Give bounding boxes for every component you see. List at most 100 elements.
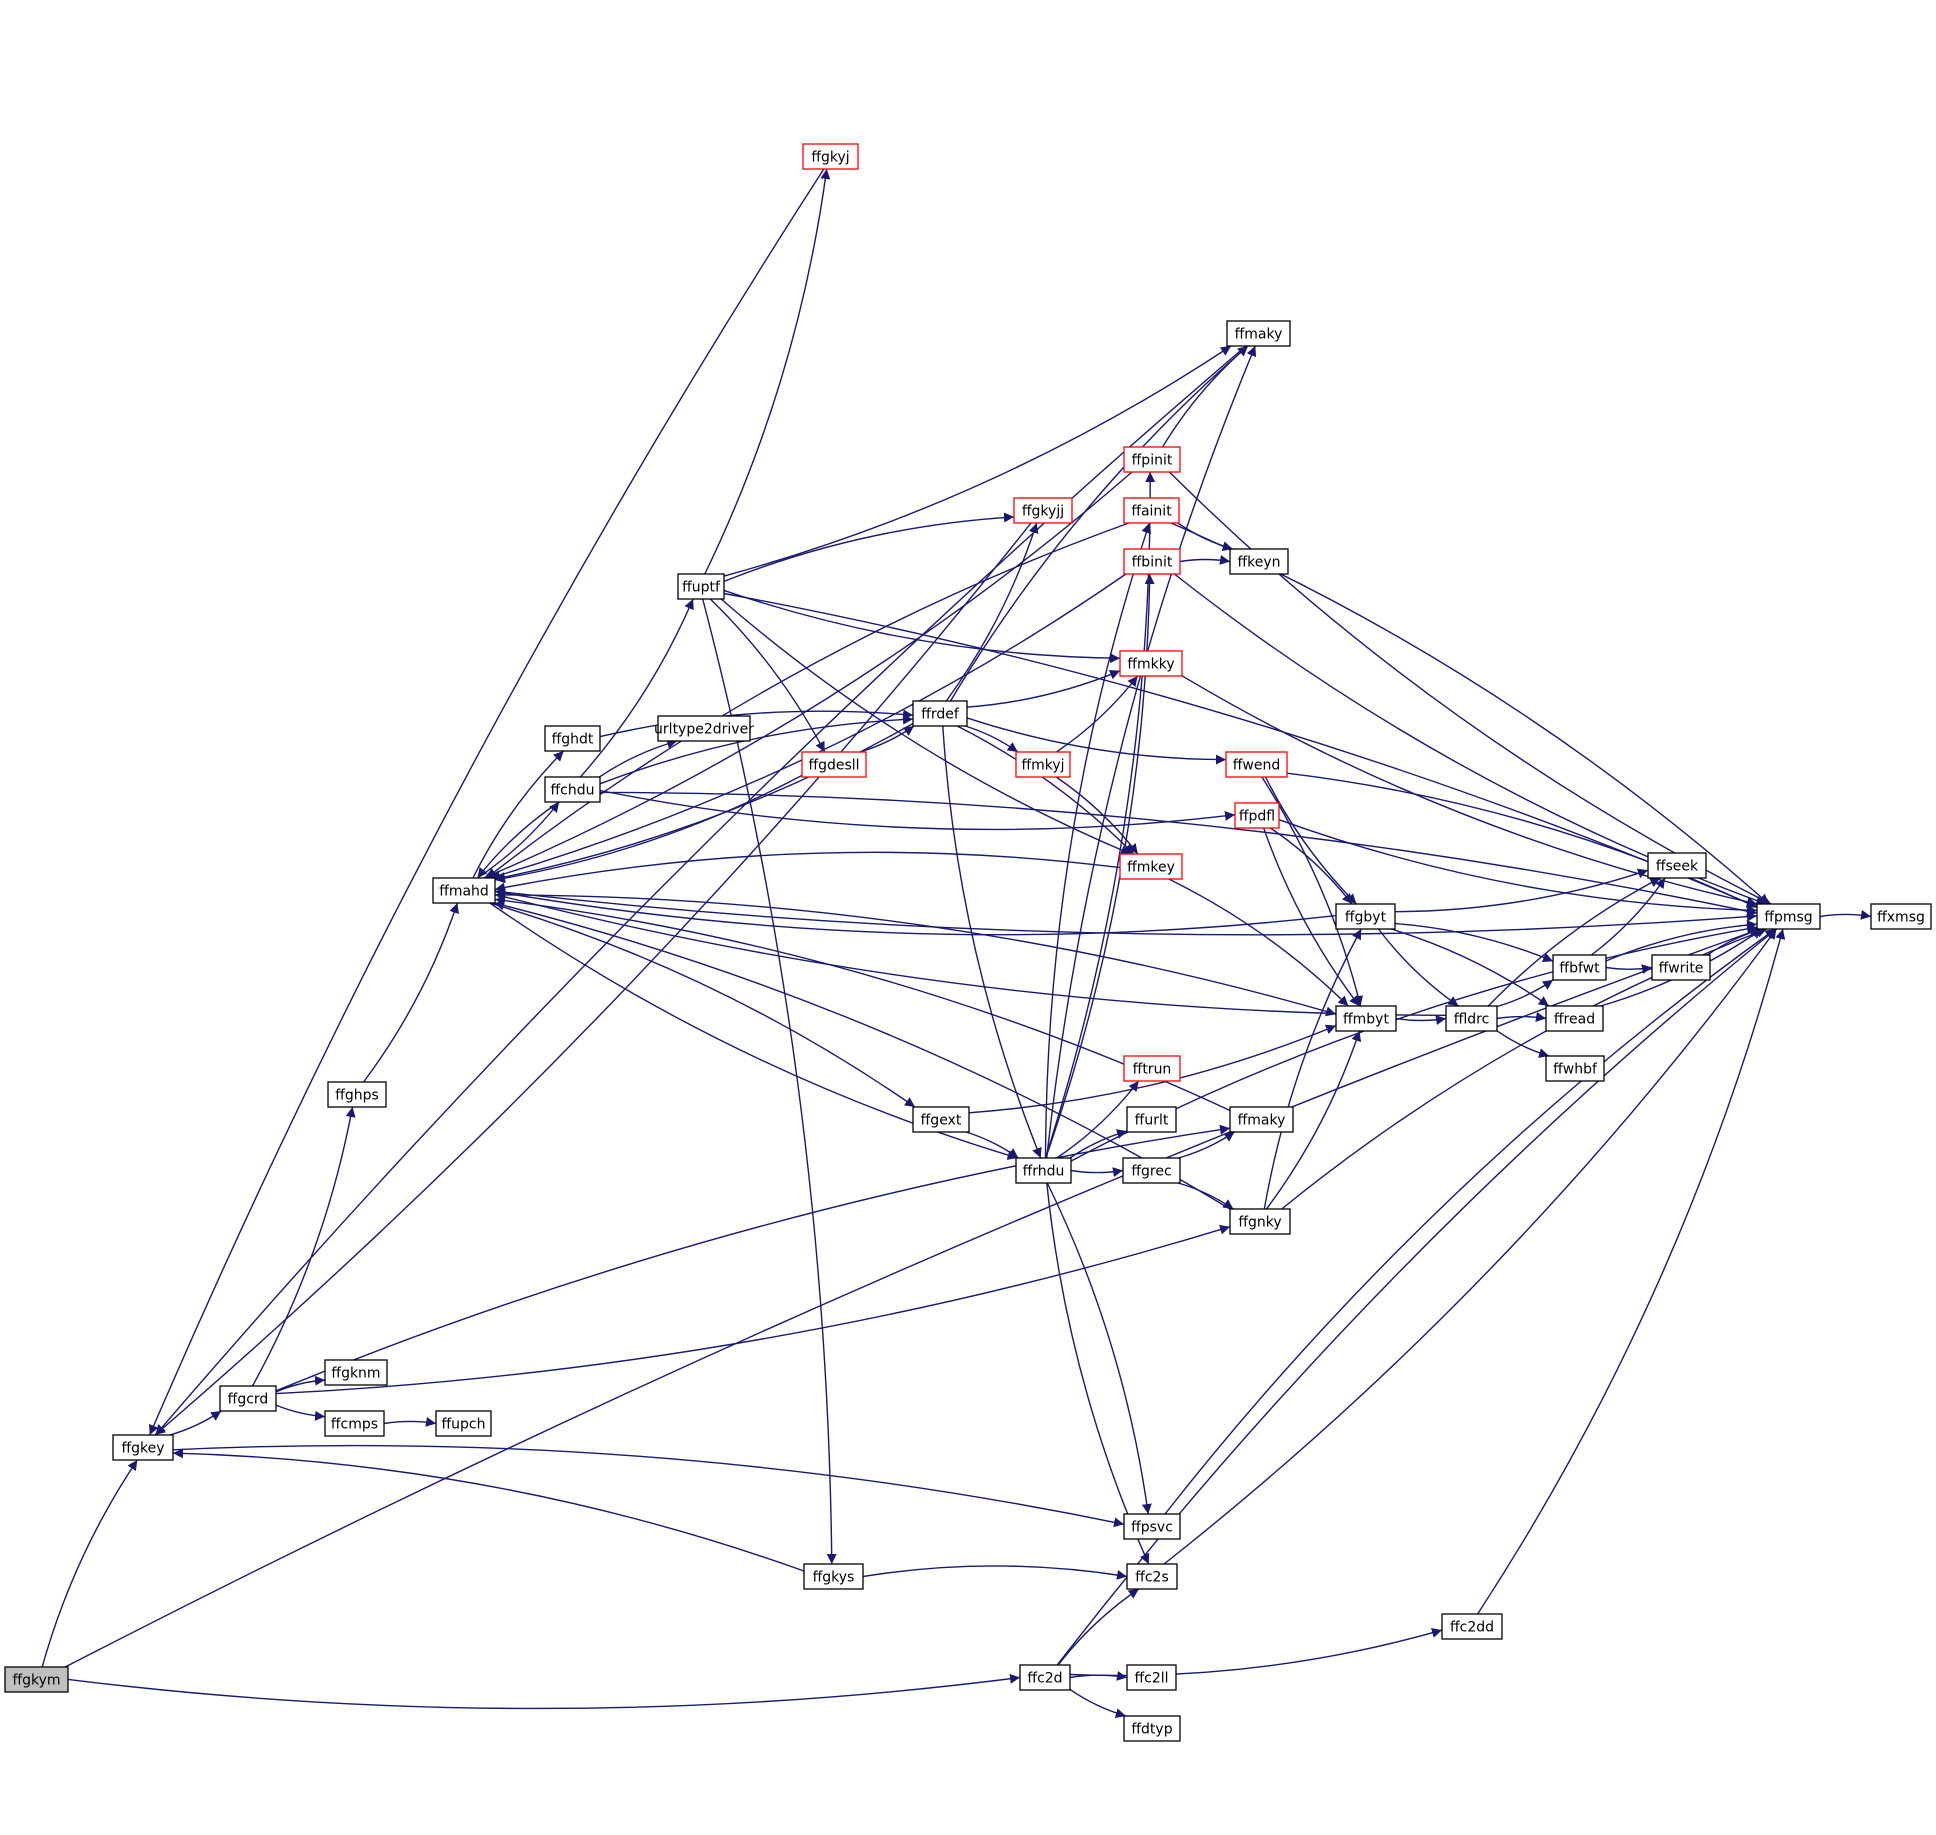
- node-box[interactable]: [1015, 751, 1071, 778]
- node-ffgbyt[interactable]: ffgbyt: [1335, 903, 1396, 930]
- node-ffrhdu[interactable]: ffrhdu: [1015, 1157, 1072, 1184]
- node-box[interactable]: [677, 573, 725, 600]
- node-ffwend[interactable]: ffwend: [1225, 751, 1288, 778]
- node-ffc2dd[interactable]: ffc2dd: [1441, 1613, 1503, 1640]
- node-ffgknm[interactable]: ffgknm: [324, 1359, 388, 1386]
- node-box[interactable]: [912, 700, 968, 727]
- node-ffupch[interactable]: ffupch: [435, 1410, 492, 1437]
- node-ffread[interactable]: ffread: [1545, 1005, 1604, 1032]
- node-box[interactable]: [1335, 1005, 1397, 1032]
- node-box[interactable]: [1445, 1005, 1498, 1032]
- node-box[interactable]: [1123, 497, 1180, 524]
- node-box[interactable]: [1015, 1157, 1072, 1184]
- node-box[interactable]: [435, 1410, 492, 1437]
- node-ffc2s[interactable]: ffc2s: [1126, 1563, 1178, 1590]
- node-box[interactable]: [1651, 954, 1711, 981]
- node-box[interactable]: [4, 1666, 69, 1693]
- node-box[interactable]: [544, 725, 601, 752]
- node-box[interactable]: [432, 877, 496, 904]
- node-box[interactable]: [1225, 751, 1288, 778]
- node-ffmkey[interactable]: ffmkey: [1119, 853, 1183, 880]
- node-box[interactable]: [544, 776, 601, 803]
- node-ffpinit[interactable]: ffpinit: [1123, 446, 1181, 473]
- node-ffc2d[interactable]: ffc2d: [1019, 1664, 1071, 1691]
- node-fftrun[interactable]: fftrun: [1123, 1055, 1181, 1082]
- node-box[interactable]: [1229, 1208, 1291, 1235]
- node-box[interactable]: [1123, 548, 1181, 575]
- node-box[interactable]: [1013, 497, 1073, 524]
- node-ffurlt[interactable]: ffurlt: [1126, 1106, 1177, 1133]
- node-ffmkky[interactable]: ffmkky: [1119, 650, 1183, 677]
- node-box[interactable]: [1756, 903, 1821, 930]
- node-ffgext[interactable]: ffgext: [912, 1106, 970, 1133]
- node-ffgkym[interactable]: ffgkym: [4, 1666, 69, 1693]
- node-ffgkys[interactable]: ffgkys: [803, 1563, 864, 1590]
- node-ffrdef[interactable]: ffrdef: [912, 700, 968, 727]
- node-box[interactable]: [1870, 903, 1932, 930]
- node-ffgkey[interactable]: ffgkey: [112, 1434, 174, 1461]
- node-ffpmsg[interactable]: ffpmsg: [1756, 903, 1821, 930]
- node-ffgrec[interactable]: ffgrec: [1122, 1157, 1181, 1184]
- node-box[interactable]: [1226, 320, 1291, 347]
- node-ffldrc[interactable]: ffldrc: [1445, 1005, 1498, 1032]
- node-box[interactable]: [1229, 548, 1289, 575]
- node-ffc2ll[interactable]: ffc2ll: [1126, 1664, 1177, 1691]
- node-ffwrite[interactable]: ffwrite: [1651, 954, 1711, 981]
- node-box[interactable]: [1123, 1055, 1181, 1082]
- node-box[interactable]: [1335, 903, 1396, 930]
- node-box[interactable]: [1122, 1157, 1181, 1184]
- node-box[interactable]: [1126, 1664, 1177, 1691]
- node-ffmaky-top[interactable]: ffmaky: [1226, 320, 1291, 347]
- node-box[interactable]: [1234, 802, 1280, 829]
- node-ffgdesll[interactable]: ffgdesll: [801, 751, 867, 778]
- node-ffmahd[interactable]: ffmahd: [432, 877, 496, 904]
- node-box[interactable]: [1126, 1106, 1177, 1133]
- node-ffbinit[interactable]: ffbinit: [1123, 548, 1181, 575]
- node-box[interactable]: [803, 1563, 864, 1590]
- node-box[interactable]: [802, 143, 859, 170]
- node-box[interactable]: [1552, 954, 1607, 981]
- node-ffkeyn[interactable]: ffkeyn: [1229, 548, 1289, 575]
- node-ffdtyp[interactable]: ffdtyp: [1123, 1715, 1181, 1742]
- node-ffseek[interactable]: ffseek: [1647, 852, 1707, 879]
- node-box[interactable]: [1545, 1005, 1604, 1032]
- node-box[interactable]: [1123, 1715, 1181, 1742]
- node-ffainit[interactable]: ffainit: [1123, 497, 1180, 524]
- node-ffmbyt[interactable]: ffmbyt: [1335, 1005, 1397, 1032]
- node-ffgcrd[interactable]: ffgcrd: [219, 1385, 277, 1412]
- node-ffcmps[interactable]: ffcmps: [324, 1410, 385, 1437]
- node-ffgnky[interactable]: ffgnky: [1229, 1208, 1291, 1235]
- node-ffpsvc[interactable]: ffpsvc: [1123, 1513, 1181, 1540]
- node-box[interactable]: [1019, 1664, 1071, 1691]
- node-box[interactable]: [1441, 1613, 1503, 1640]
- node-ffwhbf[interactable]: ffwhbf: [1545, 1055, 1605, 1082]
- node-ffmaky-mid[interactable]: ffmaky: [1229, 1106, 1294, 1133]
- node-box[interactable]: [1647, 852, 1707, 879]
- node-ffpdfl[interactable]: ffpdfl: [1234, 802, 1280, 829]
- node-ffbfwt[interactable]: ffbfwt: [1552, 954, 1607, 981]
- node-box[interactable]: [1545, 1055, 1605, 1082]
- node-box[interactable]: [1119, 650, 1183, 677]
- node-ffuptf[interactable]: ffuptf: [677, 573, 725, 600]
- node-box[interactable]: [912, 1106, 970, 1133]
- node-box[interactable]: [324, 1410, 385, 1437]
- node-box[interactable]: [1123, 1513, 1181, 1540]
- node-box[interactable]: [1229, 1106, 1294, 1133]
- node-urltype2driver[interactable]: urltype2driver: [654, 715, 754, 742]
- node-box[interactable]: [219, 1385, 277, 1412]
- node-ffgkyjj[interactable]: ffgkyjj: [1013, 497, 1073, 524]
- node-ffghps[interactable]: ffghps: [327, 1081, 387, 1108]
- node-box[interactable]: [327, 1081, 387, 1108]
- node-ffxmsg[interactable]: ffxmsg: [1870, 903, 1932, 930]
- node-ffgkyj[interactable]: ffgkyj: [802, 143, 859, 170]
- node-ffmkyj[interactable]: ffmkyj: [1015, 751, 1071, 778]
- node-box[interactable]: [112, 1434, 174, 1461]
- node-box[interactable]: [1126, 1563, 1178, 1590]
- node-box[interactable]: [657, 715, 751, 742]
- node-box[interactable]: [1123, 446, 1181, 473]
- node-ffghdt[interactable]: ffghdt: [544, 725, 601, 752]
- node-box[interactable]: [1119, 853, 1183, 880]
- node-ffchdu[interactable]: ffchdu: [544, 776, 601, 803]
- node-box[interactable]: [324, 1359, 388, 1386]
- node-box[interactable]: [801, 751, 867, 778]
